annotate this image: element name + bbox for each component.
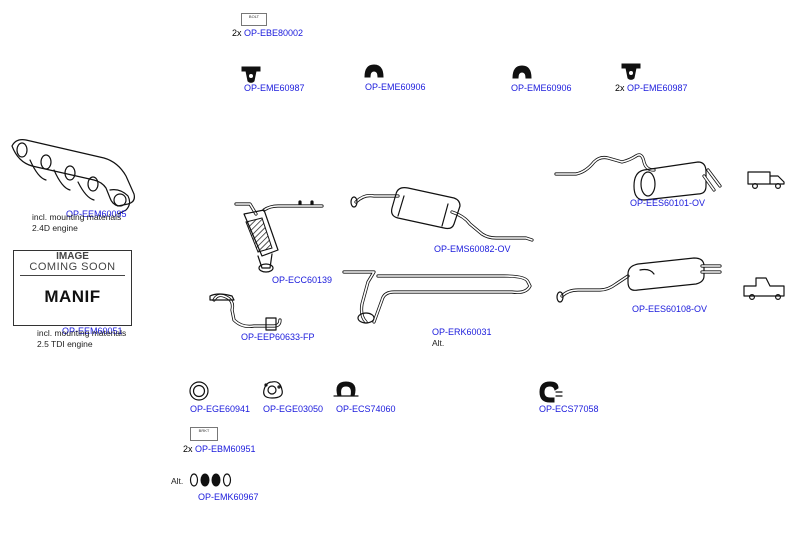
alt-note-erk60031: Alt.	[432, 338, 445, 348]
rear-silencer-101-drawing[interactable]	[554, 153, 722, 201]
part-code-link[interactable]: OP-EME60906	[365, 82, 426, 92]
part-label-eme60987-b: 2x OP-EME60987	[615, 83, 688, 94]
rear-silencer-108-drawing[interactable]	[556, 257, 722, 303]
placeholder-line1: IMAGE	[56, 251, 89, 262]
part-qty: 2x	[615, 83, 625, 93]
pipe-clamp-drawing-2[interactable]	[539, 381, 563, 403]
placeholder-divider	[20, 275, 125, 276]
rubber-hanger-drawing-4[interactable]	[621, 63, 641, 80]
note-engine-24d: 2.4D engine	[32, 223, 78, 233]
part-code-link[interactable]: OP-EME60987	[627, 83, 688, 93]
part-label-eem60051: OP-EEM60051	[62, 326, 123, 337]
mounting-kit-drawing[interactable]	[189, 473, 232, 487]
part-code-link[interactable]: OP-EEM60095	[66, 209, 127, 219]
part-label-erk60031: OP-ERK60031	[432, 327, 492, 338]
rubber-hanger-drawing-3[interactable]	[512, 65, 532, 79]
part-code-link[interactable]: OP-EBM60951	[195, 444, 256, 454]
bolt-tag-icon: BOLT	[241, 13, 267, 26]
rear-pipe-drawing[interactable]	[342, 270, 532, 324]
part-label-eme60906-a: OP-EME60906	[365, 82, 426, 93]
part-label-ege60941: OP-EGE60941	[190, 404, 250, 415]
gasket-triangle-drawing[interactable]	[263, 381, 283, 399]
exhaust-manifold-drawing[interactable]	[11, 139, 135, 215]
part-label-eme60987-a: OP-EME60987	[244, 83, 305, 94]
part-code-link[interactable]: OP-EMK60967	[198, 492, 259, 502]
pipe-clamp-drawing-1[interactable]	[333, 381, 359, 397]
part-code-link[interactable]: OP-ECS74060	[336, 404, 396, 414]
part-label-emk60967: OP-EMK60967	[198, 492, 259, 503]
bracket-tag-icon: BRKT	[190, 427, 218, 441]
rubber-hanger-drawing-1[interactable]	[241, 66, 261, 83]
part-code-link[interactable]: OP-EEM60051	[62, 326, 123, 336]
part-code-link[interactable]: OP-EES60101-OV	[630, 198, 706, 208]
rubber-hanger-drawing-2[interactable]	[364, 64, 384, 78]
note-mounting-24d: incl. mounting materials	[32, 212, 122, 222]
part-label-ees60108: OP-EES60108-OV	[632, 304, 707, 315]
alt-note-emk60967: Alt.	[171, 476, 184, 486]
part-code-link[interactable]: OP-EBE80002	[244, 28, 304, 38]
part-code-link[interactable]: OP-EES60108-OV	[632, 304, 708, 314]
note-engine-25tdi: 2.5 TDI engine	[37, 339, 93, 349]
note-mounting-25tdi: incl. mounting materials	[37, 328, 127, 338]
part-qty: 2x	[232, 28, 242, 38]
part-code-link[interactable]: OP-ECC60139	[272, 275, 333, 285]
catalytic-converter-drawing[interactable]	[234, 200, 324, 273]
gasket-ring-drawing-1[interactable]	[189, 381, 209, 401]
part-code-link[interactable]: OP-EME60987	[244, 83, 305, 93]
part-label-ecs77058: OP-ECS77058	[539, 404, 599, 415]
front-pipe-drawing[interactable]	[209, 293, 282, 331]
part-code-link[interactable]: OP-EGE60941	[190, 404, 251, 414]
part-code-link[interactable]: OP-ECS77058	[539, 404, 599, 414]
placeholder-line2: COMING SOON	[29, 261, 116, 273]
part-label-ebm60951: 2x OP-EBM60951	[183, 444, 256, 455]
van-icon	[747, 171, 785, 190]
part-label-ems60082: OP-EMS60082-OV	[434, 244, 511, 255]
part-code-link[interactable]: OP-EME60906	[511, 83, 572, 93]
part-label-eme60906-b: OP-EME60906	[511, 83, 572, 94]
part-qty: 2x	[183, 444, 193, 454]
part-label-ecs74060: OP-ECS74060	[336, 404, 396, 415]
part-code-link[interactable]: OP-EMS60082-OV	[434, 244, 511, 254]
part-label-ees60101: OP-EES60101-OV	[630, 198, 705, 209]
part-label-ege03050: OP-EGE03050	[263, 404, 323, 415]
placeholder-title: MANIF	[44, 287, 101, 306]
part-code-link[interactable]: OP-ERK60031	[432, 327, 492, 337]
placeholder-header: IMAGE COMING SOON	[14, 251, 131, 275]
part-code-link[interactable]: OP-EEP60633-FP	[241, 332, 315, 342]
part-label-eem60095: OP-EEM60095	[66, 209, 127, 220]
part-label-ecc60139: OP-ECC60139	[272, 275, 332, 286]
image-coming-soon-placeholder: IMAGE COMING SOON MANIF	[13, 250, 132, 326]
middle-silencer-drawing[interactable]	[350, 187, 534, 242]
part-code-link[interactable]: OP-EGE03050	[263, 404, 324, 414]
part-label-eep60633: OP-EEP60633-FP	[241, 332, 315, 343]
part-label-ebe80002: 2x OP-EBE80002	[232, 28, 303, 39]
pickup-truck-icon	[743, 277, 785, 301]
